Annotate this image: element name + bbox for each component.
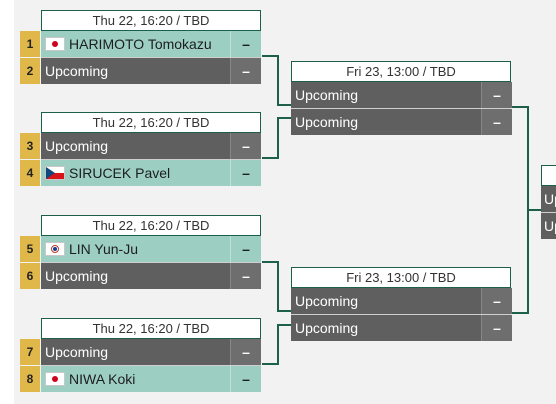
player-name: Up xyxy=(544,191,556,207)
seed-number: 8 xyxy=(20,366,40,392)
match-header: Thu 22, 16:20 / TBD xyxy=(41,215,261,236)
player-row[interactable]: Up xyxy=(541,186,556,212)
match-header: Thu 22, 16:20 / TBD xyxy=(41,318,261,339)
player-row[interactable]: 7 Upcoming – xyxy=(20,339,261,365)
player-name-box: Upcoming xyxy=(41,339,230,365)
row-divider xyxy=(41,365,261,366)
player-name: SIRUCEK Pavel xyxy=(69,165,171,181)
player-row[interactable]: Upcoming – xyxy=(291,82,512,108)
player-score: – xyxy=(230,58,261,84)
player-name-box: HARIMOTO Tomokazu xyxy=(41,31,230,57)
player-name: Upcoming xyxy=(45,138,109,154)
player-name: NIWA Koki xyxy=(69,371,136,387)
match-header: Thu 22, 16:20 / TBD xyxy=(41,10,261,31)
player-row[interactable]: Upcoming – xyxy=(291,288,512,314)
player-name-box: Upcoming xyxy=(291,82,481,108)
player-row[interactable]: 1 HARIMOTO Tomokazu – xyxy=(20,31,261,57)
player-name: Upcoming xyxy=(295,87,359,103)
player-name: Up xyxy=(544,218,556,234)
match-header: Fri 23, 13:00 / TBD xyxy=(291,267,511,288)
chinese-taipei-flag-icon xyxy=(45,242,65,256)
player-row[interactable]: Up xyxy=(541,213,556,239)
match-header xyxy=(541,165,556,186)
player-score: – xyxy=(481,82,512,108)
seed-number: 3 xyxy=(20,133,40,159)
seed-number: 6 xyxy=(20,263,40,289)
player-name: HARIMOTO Tomokazu xyxy=(69,36,212,52)
row-divider xyxy=(291,314,511,315)
player-score: – xyxy=(230,31,261,57)
seed-number: 4 xyxy=(20,160,40,186)
row-divider xyxy=(41,262,261,263)
seed-number: 7 xyxy=(20,339,40,365)
player-row[interactable]: Upcoming – xyxy=(291,315,512,341)
player-name-box: Upcoming xyxy=(41,133,230,159)
player-row[interactable]: 6 Upcoming – xyxy=(20,263,261,289)
player-score: – xyxy=(230,339,261,365)
player-score: – xyxy=(230,160,261,186)
player-row[interactable]: 4 SIRUCEK Pavel – xyxy=(20,160,261,186)
player-score: – xyxy=(481,109,512,135)
match-header: Thu 22, 16:20 / TBD xyxy=(41,112,261,133)
player-score: – xyxy=(481,288,512,314)
row-divider xyxy=(541,212,556,213)
player-name-box: Upcoming xyxy=(291,315,481,341)
czech-flag-icon xyxy=(45,166,65,180)
player-name: LIN Yun-Ju xyxy=(69,241,139,257)
player-name-box: Up xyxy=(541,186,556,212)
player-row[interactable]: 5 LIN Yun-Ju – xyxy=(20,236,261,262)
player-name: Upcoming xyxy=(45,344,109,360)
player-name-box: SIRUCEK Pavel xyxy=(41,160,230,186)
player-name: Upcoming xyxy=(45,63,109,79)
player-score: – xyxy=(230,366,261,392)
japan-flag-icon xyxy=(45,372,65,386)
player-name-box: Upcoming xyxy=(41,58,230,84)
player-name-box: Upcoming xyxy=(291,109,481,135)
player-name: Upcoming xyxy=(295,320,359,336)
row-divider xyxy=(41,57,261,58)
row-divider xyxy=(291,108,511,109)
player-name-box: LIN Yun-Ju xyxy=(41,236,230,262)
player-name: Upcoming xyxy=(295,293,359,309)
match-header: Fri 23, 13:00 / TBD xyxy=(291,61,511,82)
japan-flag-icon xyxy=(45,37,65,51)
player-row[interactable]: 8 NIWA Koki – xyxy=(20,366,261,392)
seed-number: 2 xyxy=(20,58,40,84)
row-divider xyxy=(41,159,261,160)
player-score: – xyxy=(230,133,261,159)
player-score: – xyxy=(481,315,512,341)
player-name-box: Up xyxy=(541,213,556,239)
player-row[interactable]: 2 Upcoming – xyxy=(20,58,261,84)
player-name-box: NIWA Koki xyxy=(41,366,230,392)
player-name: Upcoming xyxy=(45,268,109,284)
player-score: – xyxy=(230,263,261,289)
seed-number: 1 xyxy=(20,31,40,57)
player-row[interactable]: Upcoming – xyxy=(291,109,512,135)
player-name-box: Upcoming xyxy=(291,288,481,314)
player-name: Upcoming xyxy=(295,114,359,130)
player-row[interactable]: 3 Upcoming – xyxy=(20,133,261,159)
player-score: – xyxy=(230,236,261,262)
seed-number: 5 xyxy=(20,236,40,262)
player-name-box: Upcoming xyxy=(41,263,230,289)
